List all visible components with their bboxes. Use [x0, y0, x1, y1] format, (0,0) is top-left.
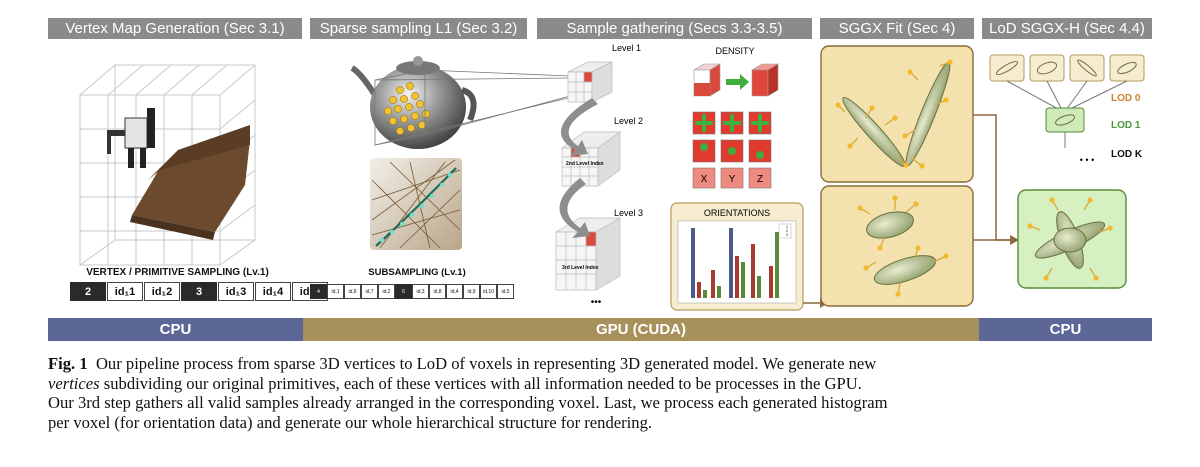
density-title: DENSITY [715, 46, 754, 56]
level-arrows [559, 98, 598, 238]
vertex-sampling-label: VERTEX / PRIMITIVE SAMPLING (Lv.1) [86, 267, 269, 278]
histogram-bars [691, 228, 779, 298]
subsample-cell: id,7 [361, 284, 378, 299]
caption-text: Our pipeline process from sparse 3D vert… [95, 354, 877, 373]
density-cubes [692, 63, 780, 97]
subsample-cell: 4 [310, 284, 327, 299]
vertex-sample-cell: id₁3 [218, 282, 254, 301]
vertex-sample-cell: id₁4 [255, 282, 291, 301]
level-index-label: 3rd Level Index [562, 265, 599, 271]
caption-text: subdividing our original primitives, eac… [103, 373, 862, 393]
sggx-sample-dots [835, 59, 953, 297]
caption-emphasis: vertices [48, 373, 100, 393]
level1-cube [567, 61, 613, 103]
sample-dots [384, 82, 430, 135]
lod0-glyphs [996, 59, 1137, 77]
density-axis-label: Y [729, 174, 736, 185]
lod-dots: • • • [1080, 155, 1094, 165]
histogram-legend: 1 2 3 [778, 223, 792, 239]
subsample-cell: id,8 [429, 284, 446, 299]
level-index-label: 2nd Level Index [566, 161, 604, 167]
legend-entry: 2 [786, 229, 788, 233]
level3-cube [554, 217, 622, 291]
subsample-cell: id,3 [412, 284, 429, 299]
stage-header-vertex-map: Vertex Map Generation (Sec 3.1) [48, 18, 302, 39]
vertex-sample-cell: 2 [70, 282, 106, 301]
lod-label: LOD 1 [1111, 120, 1141, 131]
lod-result-dots [1027, 197, 1113, 281]
hair-closeup [370, 158, 462, 250]
caption-line: vertices subdividing our original primit… [48, 374, 1152, 394]
stage-header-lod-sggx: LoD SGGX-H (Sec 4.4) [982, 18, 1152, 39]
voxel-projection-lines [374, 69, 571, 146]
processor-bar-cpu: CPU [979, 318, 1152, 341]
sggx-panel-top [820, 45, 974, 183]
vertex-sample-cell: id₁1 [107, 282, 143, 301]
stage-header-sample-gathering: Sample gathering (Secs 3.3-3.5) [537, 18, 812, 39]
vertex-sampling-cells: 2id₁1id₁23id₁3id₁4id₁5 [70, 282, 329, 301]
vertex-sample-cell: 3 [181, 282, 217, 301]
lod1-box [1045, 107, 1085, 133]
lod-tree-arrows [1006, 80, 1128, 148]
stage-header-sparse-sampling: Sparse sampling L1 (Sec 3.2) [310, 18, 527, 39]
subsample-cell: id,6 [344, 284, 361, 299]
lod-label: LOD 0 [1111, 93, 1141, 104]
processor-bar-gpu: GPU (CUDA) [303, 318, 979, 341]
subsample-cell: id,10 [480, 284, 497, 299]
legend-entry: 3 [786, 233, 788, 237]
level-label: Level 3 [614, 208, 643, 218]
chair-model [107, 108, 155, 168]
stage-header-sggx-fit: SGGX Fit (Sec 4) [820, 18, 974, 39]
caption-line: Our 3rd step gathers all valid samples a… [48, 393, 888, 413]
level2-cube [560, 131, 622, 187]
subsample-cell: id,1 [327, 284, 344, 299]
figure-caption: Fig. 1 Our pipeline process from sparse … [48, 354, 1152, 432]
sggx-panel-bottom [820, 185, 974, 307]
density-arrow [726, 74, 749, 90]
sggx-to-lod-arrow [1010, 235, 1019, 245]
teapot-model [350, 56, 477, 149]
subsample-cell: id,9 [463, 284, 480, 299]
pipeline-illustration: Level 1 Level 2 Level 3 2nd Level Index … [79, 43, 1145, 311]
pipeline-figure: Vertex Map Generation (Sec 3.1) Sparse s… [48, 18, 1152, 341]
density-axis-label: Z [757, 174, 763, 185]
caption-line: per voxel (for orientation data) and gen… [48, 412, 653, 432]
legend-entry: 1 [786, 225, 788, 229]
vertex-sample-cell: id₁2 [144, 282, 180, 301]
subsample-cell: id,5 [497, 284, 514, 299]
density-axis-label: X [701, 174, 708, 185]
sggx-to-lod-connectors [973, 114, 1012, 241]
lod1-glyph [1055, 114, 1075, 126]
ellipsis: ••• [591, 297, 602, 308]
subsample-cell: id,4 [446, 284, 463, 299]
lod-label: LOD K [1111, 149, 1143, 160]
caption-label: Fig. 1 [48, 354, 88, 373]
level-label: Level 1 [612, 43, 641, 53]
processor-bar-cpu: CPU [48, 318, 303, 341]
subsampling-label: SUBSAMPLING (Lv.1) [368, 267, 466, 278]
orientations-title: ORIENTATIONS [704, 208, 770, 218]
density-green-marks [695, 114, 769, 159]
fur-carpet [130, 125, 250, 240]
caption-line: Fig. 1 Our pipeline process from sparse … [48, 354, 1152, 374]
lod-result-ellipsoids [1034, 211, 1106, 269]
subsample-cell: id,2 [378, 284, 395, 299]
subsample-cell: 6 [395, 284, 412, 299]
level-label: Level 2 [614, 116, 643, 126]
